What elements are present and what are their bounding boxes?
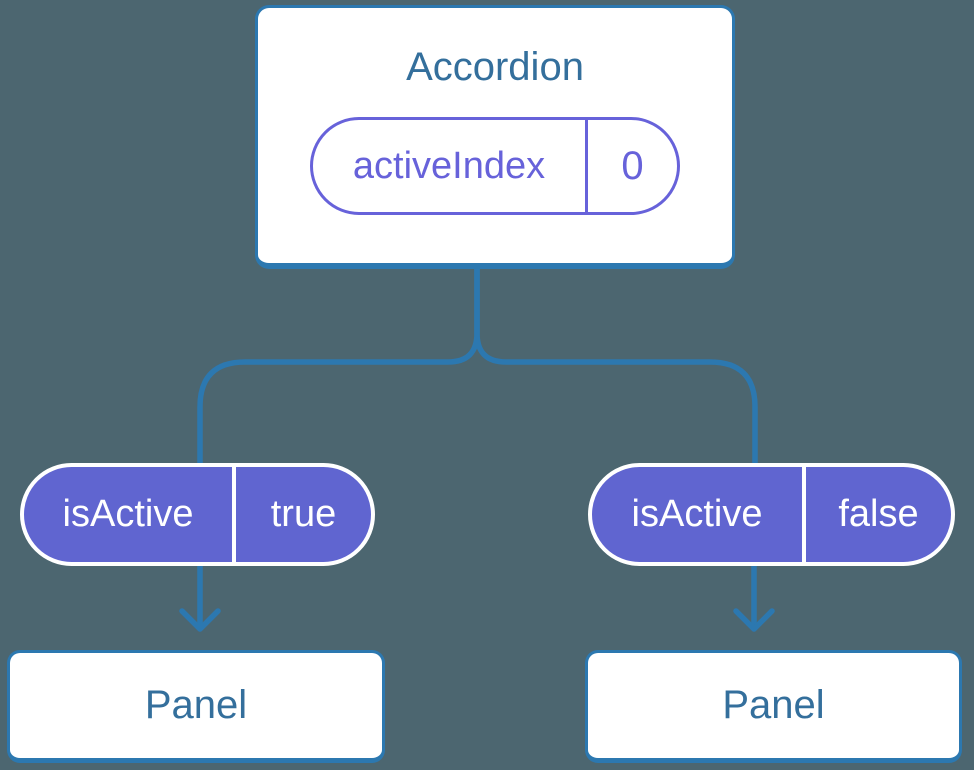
state-pill-label: activeIndex — [313, 120, 588, 212]
panel-card-right: Panel — [585, 650, 962, 763]
prop-pill-label: isActive — [592, 467, 806, 562]
panel-title: Panel — [144, 683, 248, 727]
prop-pill-left: isActive true — [20, 463, 375, 566]
prop-pill-label: isActive — [24, 467, 236, 562]
branch-left-line — [197, 268, 480, 470]
component-title: Accordion — [406, 45, 584, 89]
branch-right-line — [474, 268, 758, 470]
prop-pill-value: true — [270, 493, 337, 535]
state-pill: activeIndex 0 — [310, 117, 680, 215]
prop-pill-right: isActive false — [588, 463, 955, 566]
arrow-down-icon — [179, 608, 221, 632]
prop-pill-value: false — [838, 493, 919, 535]
panel-card-left: Panel — [7, 650, 385, 763]
accordion-component-card: Accordion activeIndex 0 — [255, 5, 735, 269]
arrow-down-icon — [733, 608, 775, 632]
panel-title: Panel — [722, 683, 825, 727]
state-pill-value: 0 — [621, 143, 644, 188]
